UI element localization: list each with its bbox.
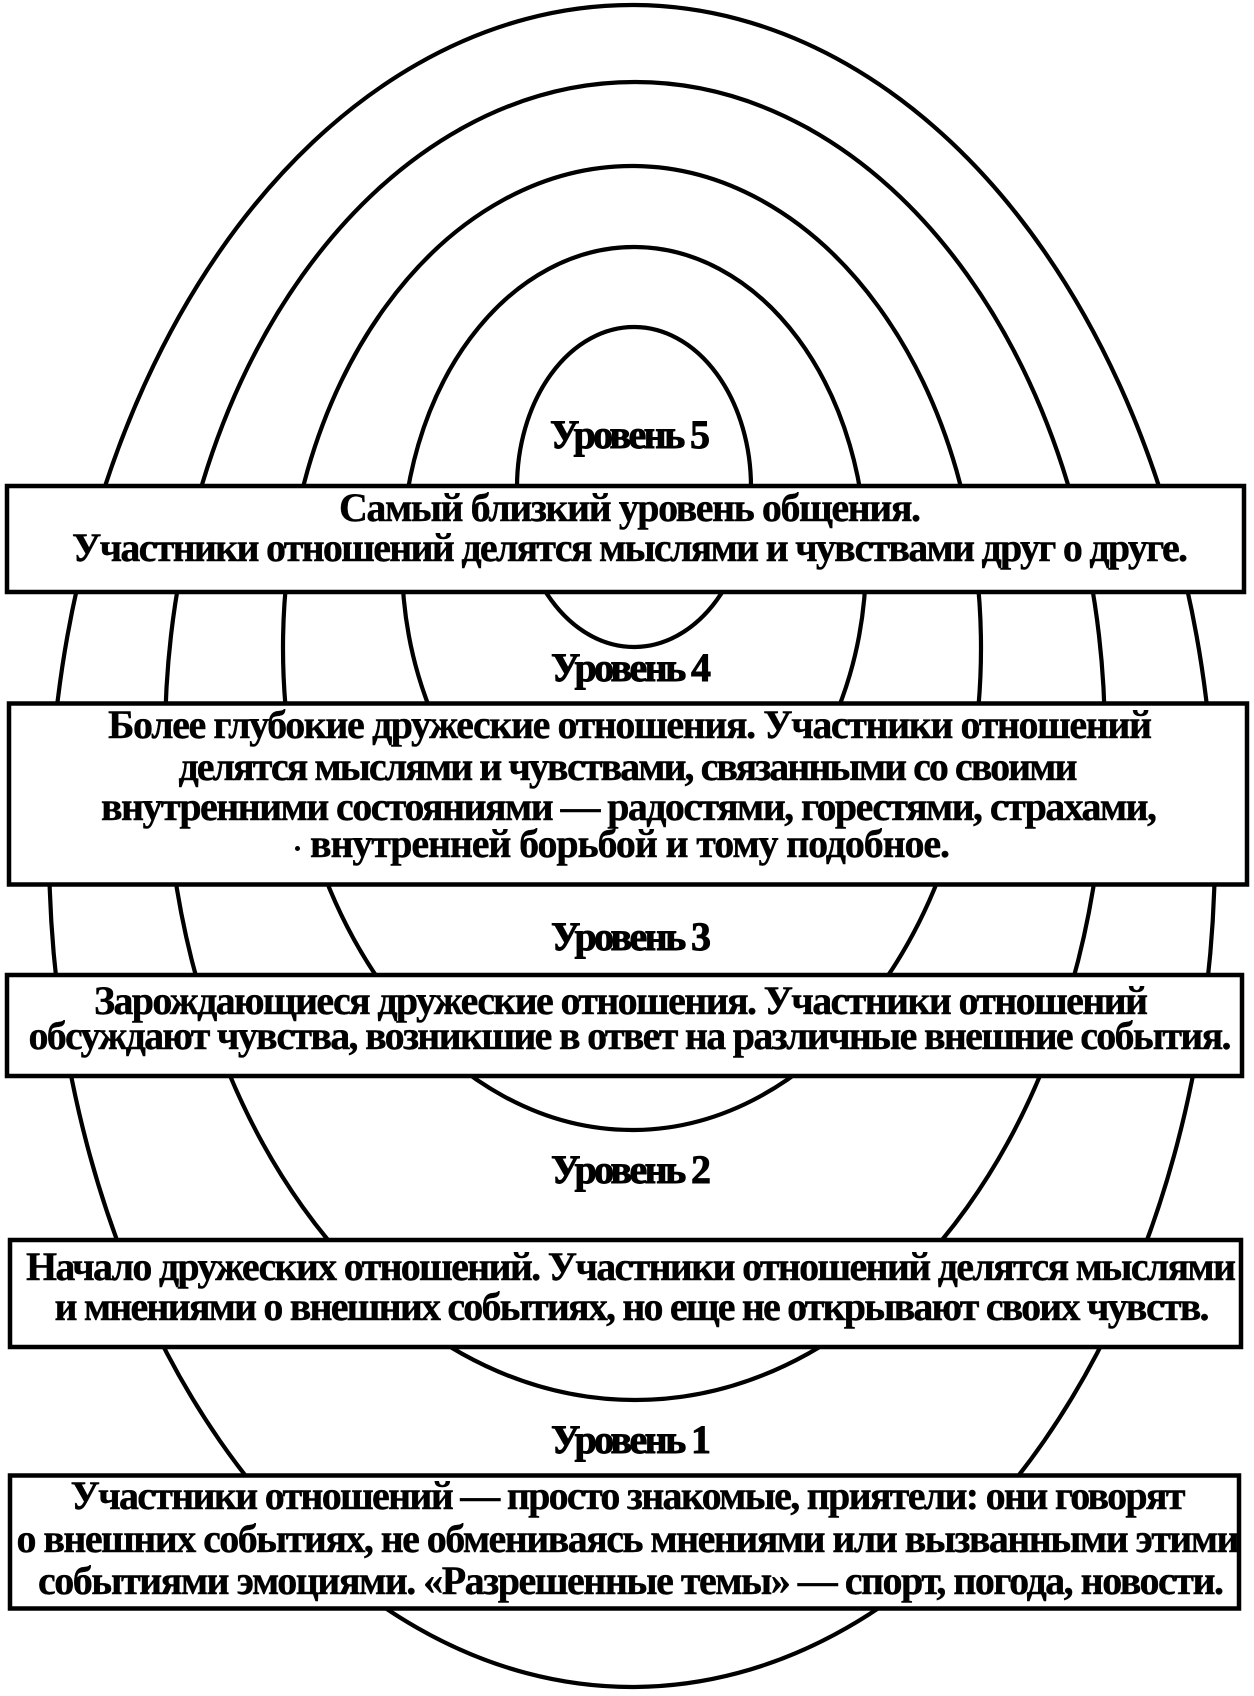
- svg-text:Уровень 5: Уровень 5: [550, 412, 710, 457]
- svg-text:Участники отношений — просто з: Участники отношений — просто знакомые, п…: [71, 1473, 1186, 1518]
- svg-text:внутренней борьбой и тому подо: внутренней борьбой и тому подобное.: [310, 821, 950, 866]
- svg-text:Уровень 2: Уровень 2: [551, 1147, 711, 1192]
- svg-text:Уровень 3: Уровень 3: [551, 914, 711, 959]
- svg-text:обсуждают чувства, возникшие в: обсуждают чувства, возникшие в ответ на …: [29, 1013, 1232, 1058]
- svg-text:Уровень 1: Уровень 1: [551, 1417, 711, 1462]
- svg-text:Участники отношений делятся мы: Участники отношений делятся мыслями и чу…: [72, 525, 1188, 570]
- svg-text:событиями эмоциями. «Разрешенн: событиями эмоциями. «Разрешенные темы» —…: [38, 1558, 1224, 1603]
- svg-text:о внешних событиях, не обменив: о внешних событиях, не обмениваясь мнени…: [17, 1516, 1240, 1561]
- svg-text:делятся мыслями и чувствами, с: делятся мыслями и чувствами, связанными …: [179, 744, 1078, 789]
- svg-text:Зарождающиеся дружеские отноше: Зарождающиеся дружеские отношения. Участ…: [94, 978, 1148, 1023]
- svg-text:Начало дружеских отношений. Уч: Начало дружеских отношений. Участники от…: [26, 1244, 1236, 1289]
- svg-text:Самый близкий уровень общения.: Самый близкий уровень общения.: [339, 485, 921, 530]
- svg-text:внутренними состояниями — радо: внутренними состояниями — радостями, гор…: [101, 784, 1157, 829]
- svg-text:Уровень 4: Уровень 4: [551, 645, 711, 690]
- svg-text:Более глубокие дружеские отнош: Более глубокие дружеские отношения. Учас…: [108, 702, 1152, 747]
- svg-text:и мнениями о внешних событиях,: и мнениями о внешних событиях, но еще не…: [55, 1284, 1210, 1329]
